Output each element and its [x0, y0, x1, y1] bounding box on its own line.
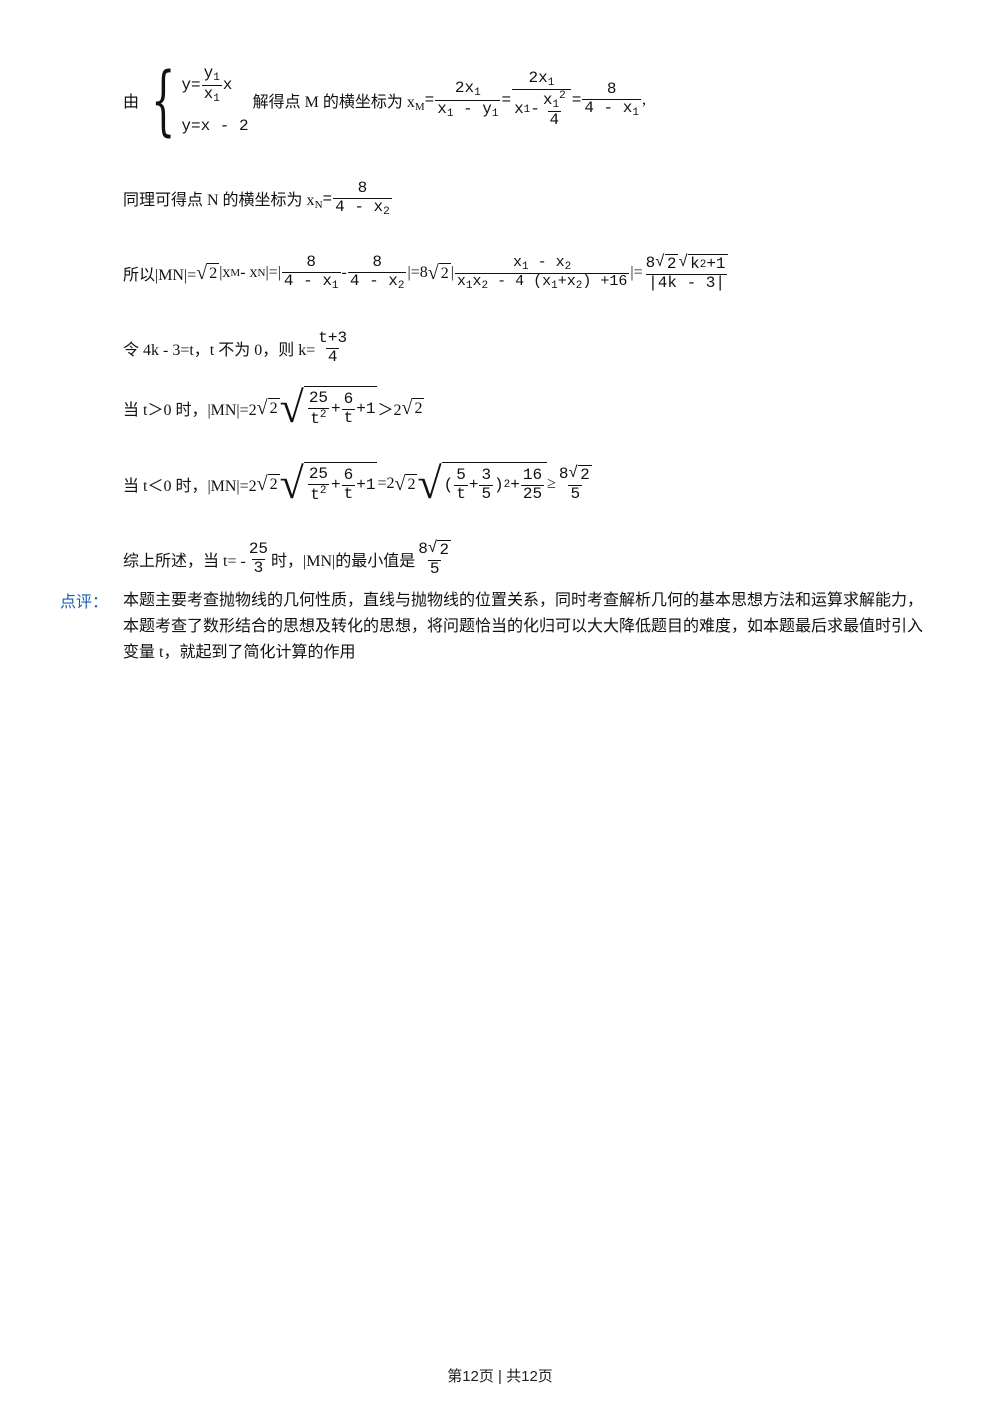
text-solve-xm: 解得点 M 的横坐标为 xM [252, 93, 425, 113]
text-xn: 同理可得点 N 的横坐标为 xN [123, 192, 323, 212]
solution-line-xn: 同理可得点 N 的横坐标为 xN = 8 4 - x2 [123, 179, 392, 218]
sqrt-2-b: √2 [427, 262, 451, 285]
page-footer: 第12页 | 共12页 [447, 1368, 553, 1385]
fraction-xm-1: 2x1 x1 - y1 [435, 79, 501, 120]
left-brace-icon: { [151, 55, 176, 144]
sqrt-2: √2 [196, 262, 220, 285]
fraction-xn: 8 4 - x2 [333, 179, 392, 218]
comment-label: 点评： [60, 594, 109, 611]
fraction-xm-3: 8 4 - x1 [582, 80, 641, 119]
fraction-x1-x2: x1 - x2 x1x2 - 4 (x1+x2) +16 [454, 253, 630, 292]
system-eq-2: y=x - 2 [181, 116, 249, 135]
text-you: 由 [123, 94, 140, 111]
comment-text: 本题主要考查抛物线的几何性质，直线与抛物线的位置关系，同时考查解析几何的基本思想… [123, 592, 924, 661]
